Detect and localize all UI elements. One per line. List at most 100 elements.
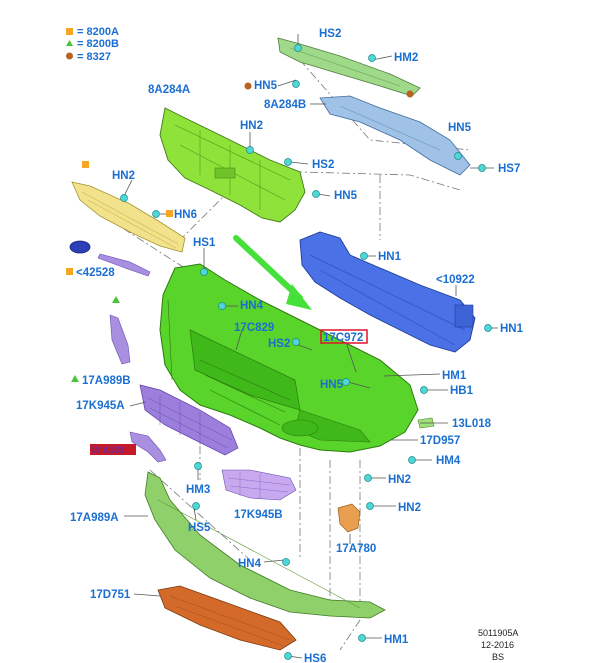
- clip-icon: [360, 252, 368, 260]
- legend-square-icon: [66, 28, 73, 35]
- clip-icon: [284, 652, 292, 660]
- grille-trim-strip-part: [97, 253, 151, 277]
- square-marker-icon: [166, 210, 173, 217]
- ford-badge-part: [69, 240, 91, 254]
- callout-hn2-bracket: HN2: [398, 502, 421, 514]
- callout-17a780: 17A780: [336, 543, 376, 555]
- legend-circle-icon: [66, 52, 73, 60]
- callout-42528: <42528: [76, 267, 115, 279]
- clip-icon: [368, 54, 376, 62]
- legend: = 8200A = 8200B = 8327: [66, 26, 119, 63]
- clip-icon: [218, 302, 226, 310]
- clip-icon: [292, 80, 300, 88]
- callout-hn4-low: HN4: [238, 558, 262, 570]
- drawing-code: 5011905A: [478, 628, 518, 638]
- callout-redacted: W A183: [92, 445, 124, 455]
- clip-icon: [358, 634, 366, 642]
- upper-grille-part: [71, 181, 186, 253]
- callout-17c972-highlight: 17C972: [320, 329, 368, 344]
- bracket-17a780-part: [337, 503, 361, 533]
- callout-hs2-mid: HS2: [312, 159, 334, 171]
- callout-17a989a: 17A989A: [70, 512, 119, 524]
- clip-icon: [284, 158, 292, 166]
- legend-item-8200b: = 8200B: [77, 38, 119, 50]
- callout-8a284b: 8A284B: [264, 99, 306, 111]
- callout-hm4: HM4: [436, 455, 461, 467]
- skid-plate-17d751-part: [157, 585, 297, 651]
- drawing-date: 12-2016: [481, 640, 514, 650]
- clip-icon: [294, 44, 302, 52]
- bracket-17a989b-part: [109, 314, 131, 365]
- fastener-clips: [120, 44, 492, 660]
- clip-icon: [246, 146, 254, 154]
- callout-17k945b: 17K945B: [234, 509, 283, 521]
- callout-hs2-top: HS2: [319, 28, 341, 40]
- clip-icon: [484, 324, 492, 332]
- callout-17k945a: 17K945A: [76, 400, 125, 412]
- callout-17c972: 17C972: [323, 332, 363, 344]
- legend-item-8327: = 8327: [77, 51, 111, 63]
- callout-hn5-mid: HN5: [334, 190, 358, 202]
- clip-icon: [200, 268, 208, 276]
- clip-icon: [282, 558, 290, 566]
- lower-grille-17k945a-part: [139, 384, 239, 456]
- callout-hn6: HN6: [174, 209, 197, 221]
- circle-marker-icon: [244, 82, 252, 90]
- grille-carrier-8a284a-part: [159, 107, 306, 223]
- callout-17a989b: 17A989B: [82, 375, 131, 387]
- callout-8a284a: 8A284A: [148, 84, 190, 96]
- clip-icon: [364, 474, 372, 482]
- callout-hs7: HS7: [498, 163, 520, 175]
- callout-hn2-low: HN2: [388, 474, 411, 486]
- callout-17d751: 17D751: [90, 589, 131, 601]
- callout-hs2-low: HS2: [268, 338, 290, 350]
- bumper-cover-part: [159, 263, 419, 453]
- lower-bracket-part: [129, 431, 167, 463]
- callout-hn2-upper: HN2: [240, 120, 263, 132]
- callout-hm3: HM3: [186, 484, 210, 496]
- callout-hn1-right: HN1: [500, 323, 524, 335]
- callout-17d957: 17D957: [420, 435, 460, 447]
- callout-hm2: HM2: [394, 52, 418, 64]
- clip-icon: [408, 456, 416, 464]
- clip-icon: [194, 462, 202, 470]
- callout-hm1-mid: HM1: [442, 370, 467, 382]
- callout-hn2-left: HN2: [112, 170, 135, 182]
- triangle-marker-icon: [112, 296, 120, 303]
- callout-13l018: 13L018: [452, 418, 492, 430]
- clip-icon: [342, 378, 350, 386]
- callout-hs1: HS1: [193, 237, 216, 249]
- direction-arrow-icon: [233, 235, 312, 310]
- lower-valance-17a989a-part: [144, 471, 386, 619]
- triangle-marker-icon: [71, 375, 79, 382]
- callout-hn5-top: HN5: [254, 80, 278, 92]
- square-marker-icon: [82, 161, 89, 168]
- clip-icon: [312, 190, 320, 198]
- square-marker-icon: [66, 268, 73, 275]
- callout-hm1-low: HM1: [384, 634, 409, 646]
- callout-hb1: HB1: [450, 385, 474, 397]
- clip-icon: [120, 194, 128, 202]
- callout-hs6: HS6: [304, 653, 326, 663]
- drawing-initials: BS: [492, 652, 504, 662]
- legend-triangle-icon: [66, 40, 73, 46]
- lower-grille-17k945b-part: [221, 469, 297, 501]
- clip-icon: [366, 502, 374, 510]
- legend-item-8200a: = 8200A: [77, 26, 119, 38]
- bracket-8a284b-part: [319, 95, 471, 176]
- clip-icon: [152, 210, 160, 218]
- clip-icon: [420, 386, 428, 394]
- clip-icon: [454, 152, 462, 160]
- circle-marker-icon: [406, 90, 414, 98]
- clip-icon: [192, 502, 200, 510]
- callout-hn5-low: HN5: [320, 379, 344, 391]
- clip-icon: [292, 338, 300, 346]
- callout-hn1-top: HN1: [378, 251, 402, 263]
- drawing-footer: 5011905A 12-2016 BS: [478, 628, 518, 662]
- callout-hs5: HS5: [188, 522, 211, 534]
- callout-10922: <10922: [436, 274, 475, 286]
- impact-beam-part: [299, 231, 476, 353]
- callout-hn5-right: HN5: [448, 122, 472, 134]
